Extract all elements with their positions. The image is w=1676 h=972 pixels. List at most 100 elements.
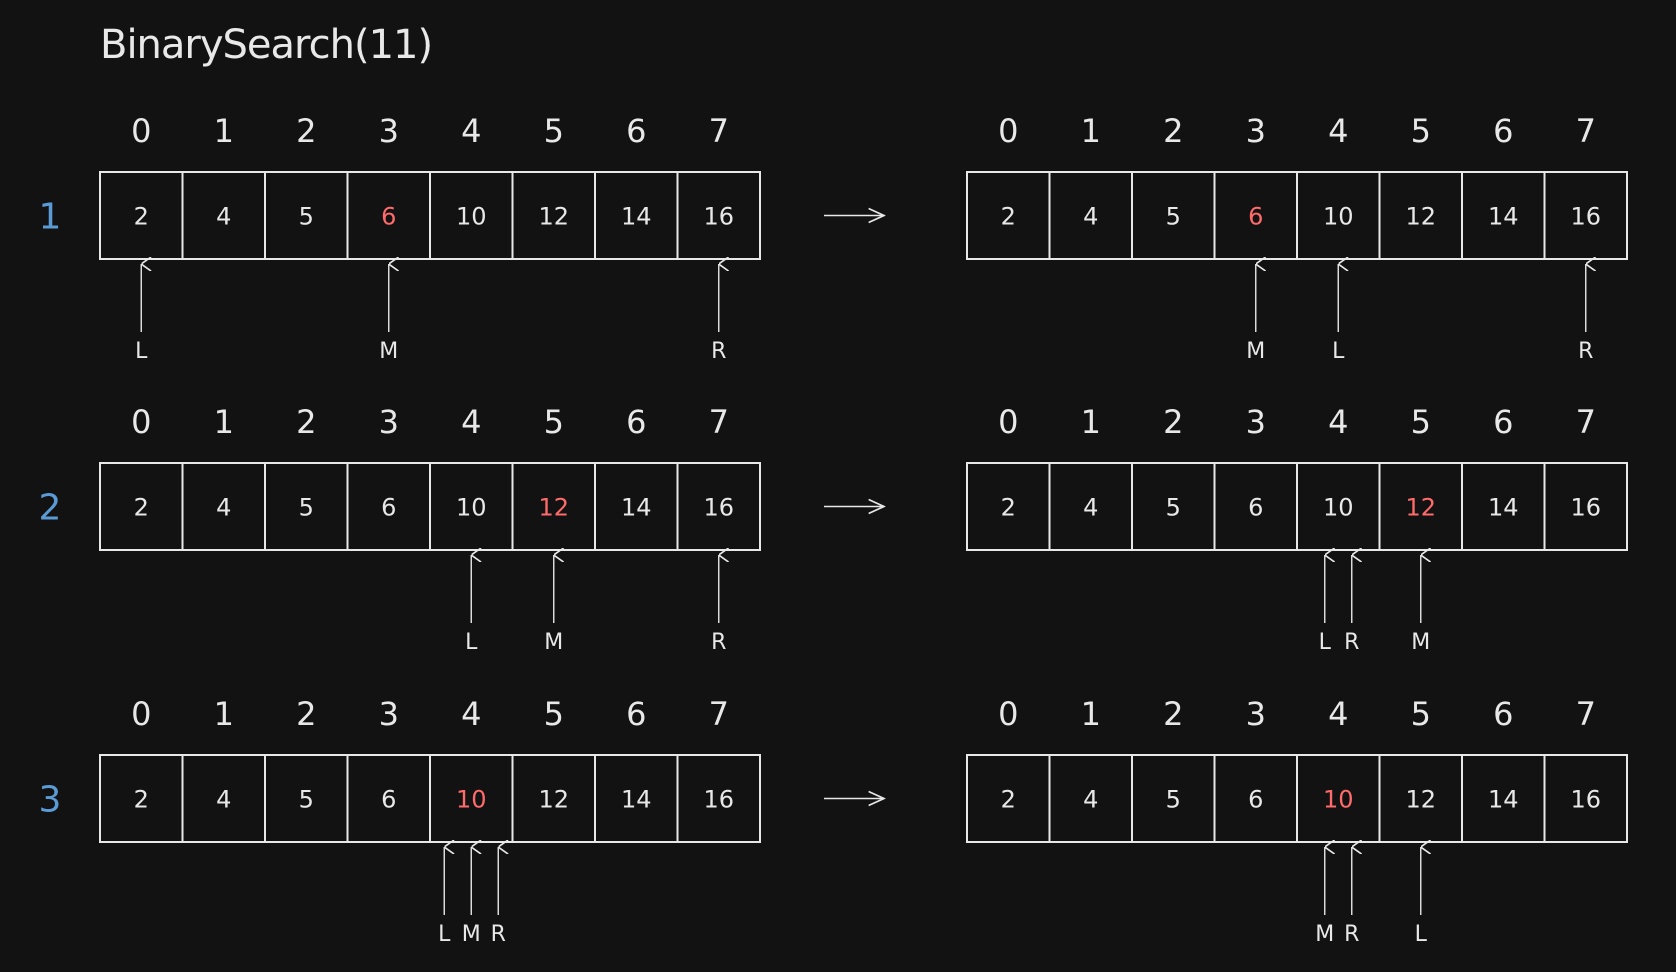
cell-value: 6 bbox=[381, 494, 396, 522]
index-label: 0 bbox=[998, 112, 1018, 150]
cell-value: 5 bbox=[299, 203, 314, 231]
index-label: 2 bbox=[296, 403, 316, 441]
cell-value: 2 bbox=[134, 494, 149, 522]
cell-value: 16 bbox=[703, 494, 734, 522]
index-label: 6 bbox=[1493, 403, 1513, 441]
cell-value: 5 bbox=[1166, 786, 1181, 814]
index-label: 6 bbox=[626, 403, 646, 441]
index-label: 7 bbox=[1576, 695, 1596, 733]
cell-value: 14 bbox=[1488, 203, 1519, 231]
cell-value: 4 bbox=[216, 494, 231, 522]
index-label: 3 bbox=[1246, 112, 1266, 150]
cell-value: 16 bbox=[1570, 203, 1601, 231]
index-label: 4 bbox=[461, 695, 481, 733]
cell-value: 5 bbox=[299, 494, 314, 522]
cell-value: 16 bbox=[703, 203, 734, 231]
cell-value: 6 bbox=[381, 786, 396, 814]
array-cell bbox=[1543, 462, 1628, 551]
index-label: 7 bbox=[709, 403, 729, 441]
index-label: 0 bbox=[131, 695, 151, 733]
pointer-label-m: M bbox=[462, 922, 481, 947]
step-number: 1 bbox=[39, 197, 62, 238]
highlighted-cell-value: 10 bbox=[1323, 786, 1354, 814]
index-label: 5 bbox=[1411, 403, 1431, 441]
step-number: 2 bbox=[39, 488, 62, 529]
highlighted-cell-value: 6 bbox=[1248, 203, 1263, 231]
array-cell bbox=[1543, 754, 1628, 843]
cell-value: 12 bbox=[1405, 786, 1436, 814]
cell-value: 10 bbox=[456, 494, 487, 522]
cell-value: 4 bbox=[216, 786, 231, 814]
index-label: 0 bbox=[998, 695, 1018, 733]
index-label: 6 bbox=[1493, 112, 1513, 150]
index-label: 4 bbox=[461, 112, 481, 150]
pointer-label-l: L bbox=[438, 922, 451, 947]
pointer-label-l: L bbox=[1332, 339, 1345, 364]
index-label: 1 bbox=[214, 112, 234, 150]
index-label: 3 bbox=[379, 403, 399, 441]
index-label: 0 bbox=[998, 403, 1018, 441]
pointer-label-m: M bbox=[1315, 922, 1334, 947]
cell-value: 14 bbox=[621, 494, 652, 522]
index-label: 3 bbox=[1246, 695, 1266, 733]
pointer-label-l: L bbox=[1319, 630, 1332, 655]
cell-value: 5 bbox=[1166, 494, 1181, 522]
pointer-label-r: R bbox=[711, 339, 726, 364]
index-label: 4 bbox=[461, 403, 481, 441]
cell-value: 12 bbox=[538, 203, 569, 231]
index-label: 2 bbox=[1163, 403, 1183, 441]
cell-value: 5 bbox=[299, 786, 314, 814]
index-label: 7 bbox=[1576, 403, 1596, 441]
highlighted-cell-value: 12 bbox=[538, 494, 569, 522]
index-label: 7 bbox=[709, 112, 729, 150]
index-label: 5 bbox=[544, 403, 564, 441]
cell-value: 16 bbox=[1570, 494, 1601, 522]
cell-value: 6 bbox=[1248, 786, 1263, 814]
index-label: 4 bbox=[1328, 403, 1348, 441]
cell-value: 2 bbox=[134, 786, 149, 814]
index-label: 1 bbox=[1081, 403, 1101, 441]
index-label: 3 bbox=[379, 112, 399, 150]
cell-value: 2 bbox=[1001, 203, 1016, 231]
cell-value: 14 bbox=[1488, 494, 1519, 522]
index-label: 5 bbox=[544, 112, 564, 150]
index-label: 2 bbox=[296, 695, 316, 733]
cell-value: 10 bbox=[1323, 203, 1354, 231]
cell-value: 14 bbox=[621, 203, 652, 231]
pointer-label-r: R bbox=[1578, 339, 1593, 364]
pointer-label-m: M bbox=[379, 339, 398, 364]
index-label: 0 bbox=[131, 403, 151, 441]
cell-value: 4 bbox=[216, 203, 231, 231]
cell-value: 14 bbox=[621, 786, 652, 814]
pointer-label-r: R bbox=[491, 922, 506, 947]
cell-value: 2 bbox=[1001, 786, 1016, 814]
highlighted-cell-value: 10 bbox=[456, 786, 487, 814]
cell-value: 10 bbox=[456, 203, 487, 231]
index-label: 1 bbox=[1081, 112, 1101, 150]
highlighted-cell-value: 12 bbox=[1405, 494, 1436, 522]
cell-value: 4 bbox=[1083, 203, 1098, 231]
index-label: 1 bbox=[214, 695, 234, 733]
array-cell bbox=[676, 754, 761, 843]
cell-value: 12 bbox=[538, 786, 569, 814]
index-label: 6 bbox=[626, 695, 646, 733]
cell-value: 5 bbox=[1166, 203, 1181, 231]
index-label: 4 bbox=[1328, 695, 1348, 733]
cell-value: 10 bbox=[1323, 494, 1354, 522]
pointer-label-m: M bbox=[1246, 339, 1265, 364]
index-label: 2 bbox=[1163, 695, 1183, 733]
step-number: 3 bbox=[39, 780, 62, 821]
index-label: 5 bbox=[544, 695, 564, 733]
cell-value: 2 bbox=[1001, 494, 1016, 522]
highlighted-cell-value: 6 bbox=[381, 203, 396, 231]
cell-value: 2 bbox=[134, 203, 149, 231]
index-label: 1 bbox=[1081, 695, 1101, 733]
pointer-label-l: L bbox=[1415, 922, 1428, 947]
index-label: 3 bbox=[1246, 403, 1266, 441]
